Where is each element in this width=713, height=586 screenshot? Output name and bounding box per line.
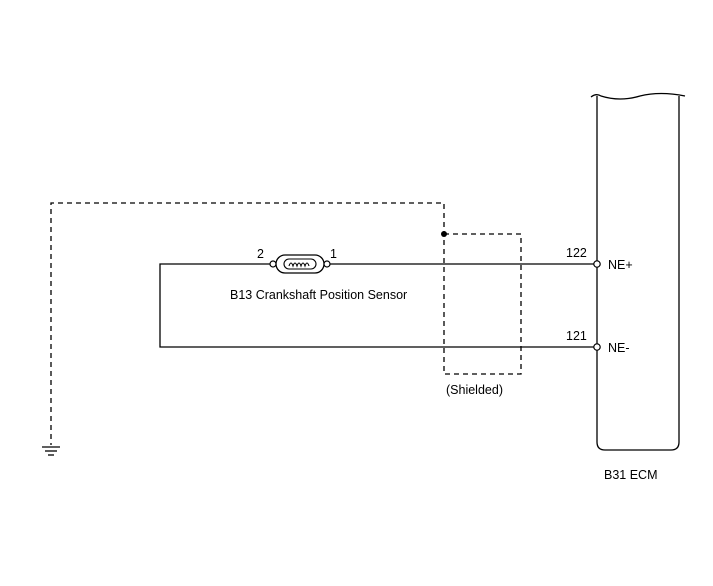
ecm-outline <box>596 96 680 451</box>
sensor-pin-left: 2 <box>257 247 264 261</box>
shield-box <box>443 233 522 375</box>
terminal-name-ne-plus: NE+ <box>608 258 633 272</box>
terminal-pin-122: 122 <box>566 246 587 260</box>
ecm-label: B31 ECM <box>604 468 658 482</box>
terminal-name-ne-minus: NE- <box>608 341 630 355</box>
sensor-label: B13 Crankshaft Position Sensor <box>230 288 407 302</box>
ground-icon <box>42 446 60 456</box>
terminal-pin-121: 121 <box>566 329 587 343</box>
terminal-121-dot <box>593 343 601 351</box>
ne-minus-wire <box>159 263 597 348</box>
terminal-122-dot <box>593 260 601 268</box>
crankshaft-sensor-icon <box>269 254 331 274</box>
ground-shield-wire <box>50 202 445 445</box>
sensor-pin-right: 1 <box>330 247 337 261</box>
ecm-break-line <box>590 92 686 100</box>
shield-label: (Shielded) <box>446 383 503 397</box>
ecm-body <box>591 93 685 450</box>
